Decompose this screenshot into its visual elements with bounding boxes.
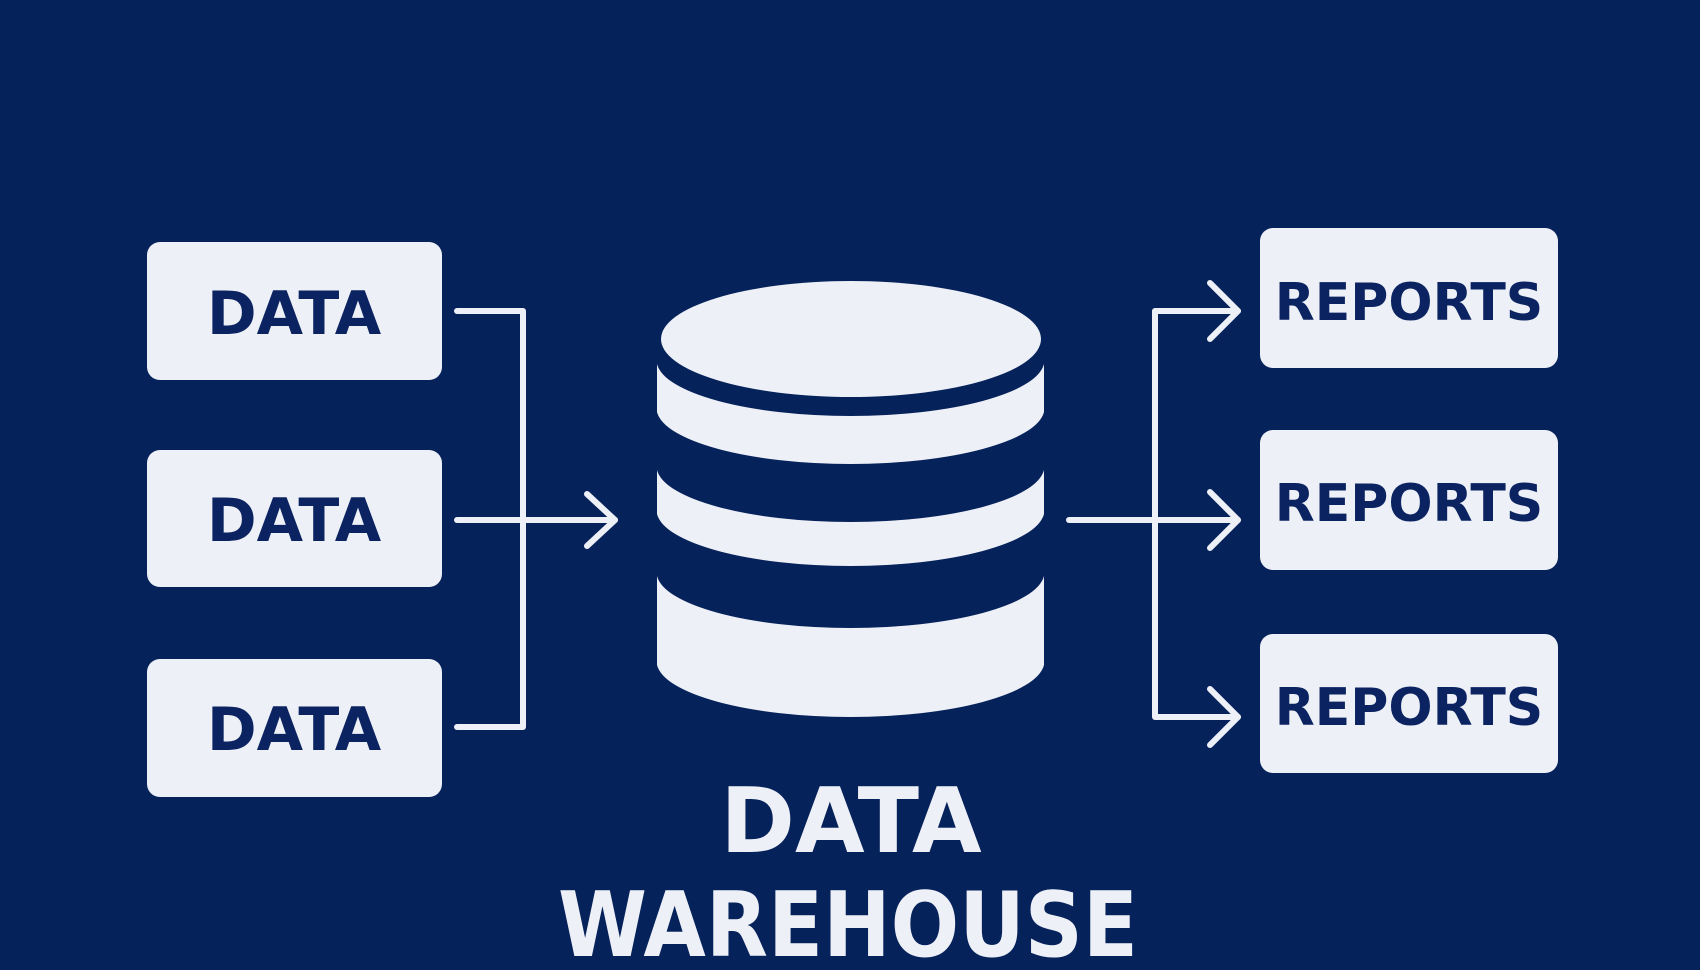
source-label: DATA — [207, 486, 382, 556]
source-box-1: DATA — [147, 242, 442, 380]
source-box-3: DATA — [147, 659, 442, 797]
title-line-1: DATA — [720, 769, 982, 874]
arrow-right-icon — [1207, 280, 1241, 342]
title-line-2: WAREHOUSE — [558, 873, 1138, 970]
database-cylinder-icon — [657, 281, 1044, 717]
report-label: REPORTS — [1275, 474, 1544, 534]
report-label: REPORTS — [1275, 678, 1544, 738]
report-box-1: REPORTS — [1260, 228, 1558, 368]
report-label: REPORTS — [1275, 273, 1544, 333]
source-label: DATA — [207, 695, 382, 765]
report-box-2: REPORTS — [1260, 430, 1558, 570]
output-connectors — [1066, 280, 1241, 748]
arrow-right-icon — [1207, 489, 1241, 551]
report-box-3: REPORTS — [1260, 634, 1558, 773]
arrow-right-icon — [584, 491, 618, 549]
output-bracket-line — [1152, 308, 1241, 720]
source-label: DATA — [207, 279, 382, 349]
arrow-right-icon — [1207, 686, 1241, 748]
source-box-2: DATA — [147, 450, 442, 587]
input-connectors — [454, 308, 618, 730]
